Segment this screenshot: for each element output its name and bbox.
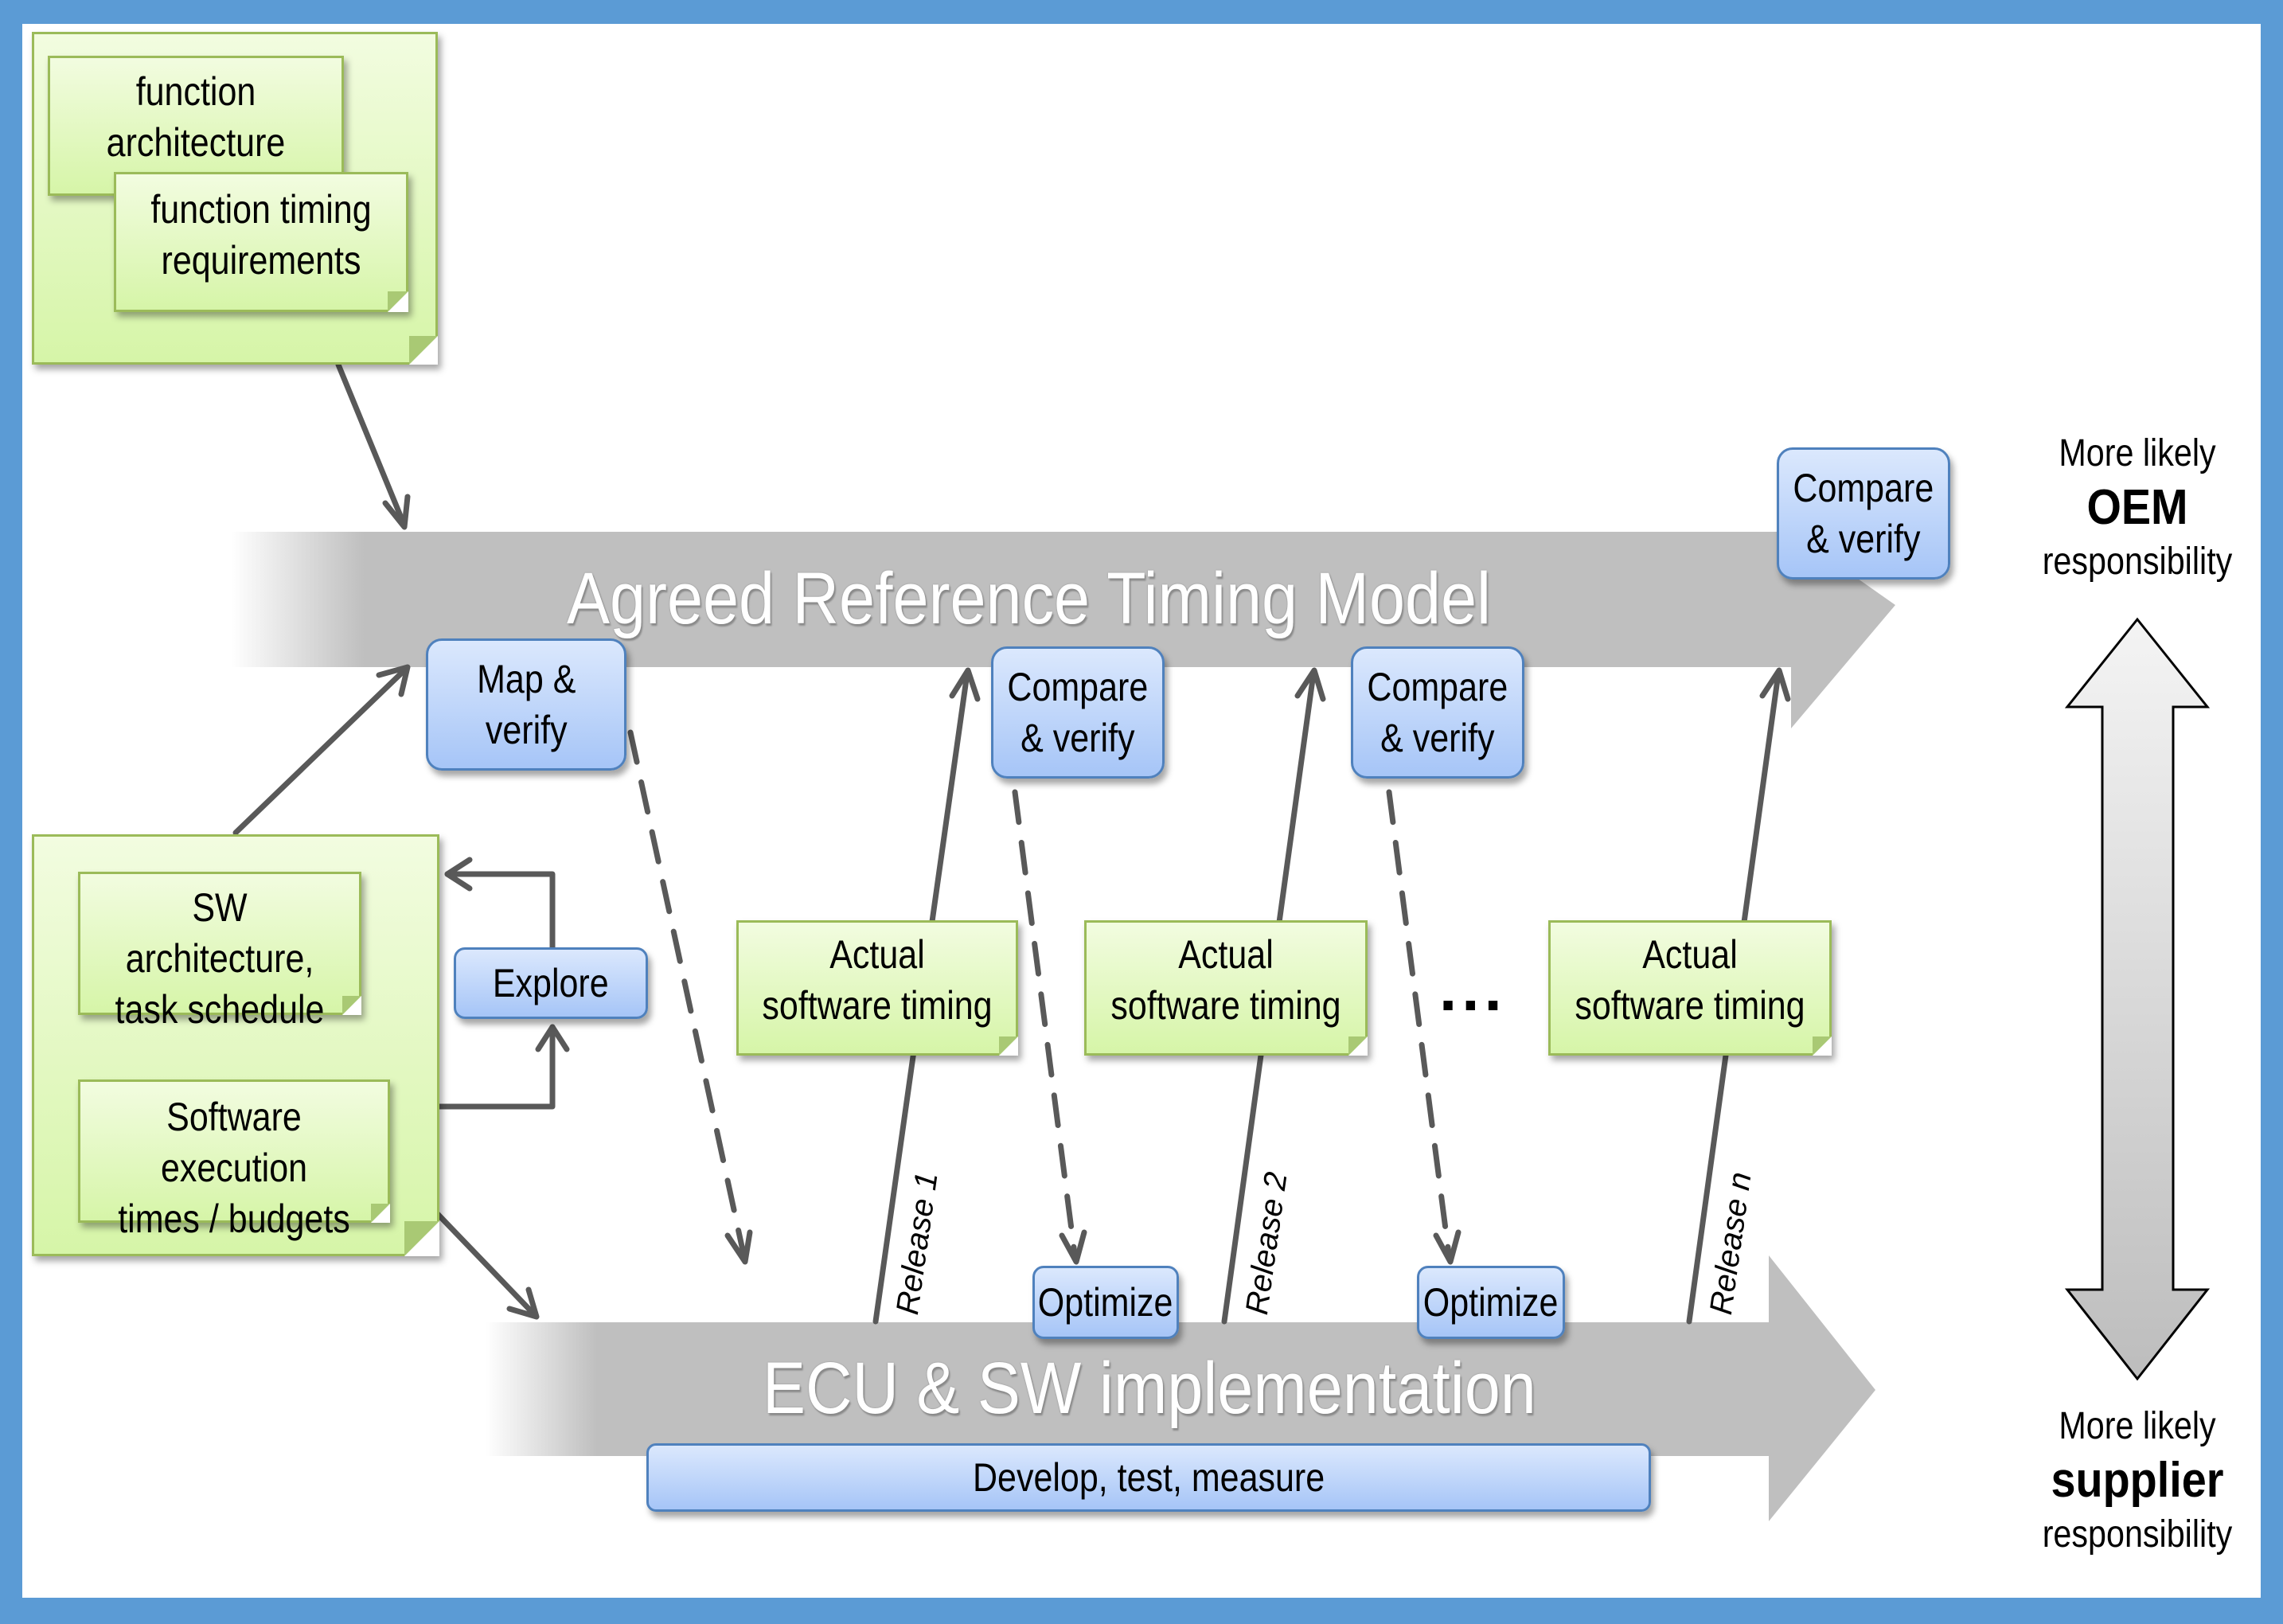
actual-timing-note-2: Actual software timing	[1084, 920, 1368, 1056]
note-line: Software execution	[160, 1095, 308, 1190]
note-line: function	[135, 69, 256, 114]
note-line: requirements	[161, 238, 361, 283]
arrowhead	[1433, 1229, 1462, 1265]
responsibility-double-arrow	[2064, 617, 2211, 1381]
resp-emphasis: OEM	[2086, 480, 2188, 535]
sw-architecture-note: SW architecture, task schedule	[78, 872, 361, 1032]
develop-label: Develop, test, measure	[972, 1455, 1325, 1500]
note-line: Actual	[1642, 932, 1738, 977]
arrowhead	[1059, 1229, 1087, 1265]
explore-button[interactable]: Explore	[454, 947, 648, 1019]
connector-requirements-to-model	[335, 361, 408, 529]
label-line: verify	[485, 708, 568, 752]
label-line: & verify	[1806, 517, 1921, 561]
resp-line: responsibility	[2042, 541, 2233, 583]
compare-verify-button-1[interactable]: Compare & verify	[991, 646, 1165, 779]
folded-corner	[388, 291, 408, 312]
arrowhead	[724, 1229, 753, 1265]
arrowhead	[1294, 667, 1326, 702]
optimize-button-1[interactable]: Optimize	[1032, 1266, 1179, 1339]
folded-corner	[371, 1204, 390, 1223]
compare-verify-button-final[interactable]: Compare & verify	[1777, 447, 1950, 580]
note-line: function timing	[150, 187, 372, 232]
connector-explore-loop-back	[444, 871, 556, 952]
folded-corner	[1348, 1036, 1368, 1056]
actual-timing-note-1: Actual software timing	[736, 920, 1018, 1056]
folded-corner	[404, 1221, 439, 1256]
map-verify-button[interactable]: Map & verify	[426, 638, 626, 771]
arrowhead	[535, 1024, 570, 1052]
ellipsis: ...	[1439, 953, 1507, 1024]
label-line: Map &	[476, 657, 576, 701]
develop-test-measure-bar[interactable]: Develop, test, measure	[646, 1443, 1651, 1512]
resp-line: More likely	[2059, 1405, 2216, 1447]
dashed-compare1-to-optimize	[1012, 789, 1078, 1257]
label-line: Compare	[1793, 466, 1934, 510]
arrowhead	[382, 494, 411, 530]
note-line: Actual	[1178, 932, 1274, 977]
note-line: software timing	[1110, 983, 1341, 1028]
explore-label: Explore	[493, 961, 609, 1005]
note-line: Actual	[829, 932, 925, 977]
arrowhead	[949, 667, 981, 702]
folded-corner	[1813, 1036, 1832, 1056]
supplier-responsibility-label: More likely supplier responsibility	[2018, 1403, 2257, 1559]
optimize-button-2[interactable]: Optimize	[1417, 1266, 1565, 1339]
folded-corner	[409, 336, 438, 365]
note-line: software timing	[1575, 983, 1805, 1028]
label-line: & verify	[1021, 716, 1135, 760]
arrowhead	[506, 1286, 540, 1320]
note-line: times / budgets	[118, 1197, 350, 1241]
resp-line: responsibility	[2042, 1513, 2233, 1556]
connector-sw-to-model	[232, 666, 409, 836]
dashed-map-to-implementation	[627, 729, 747, 1257]
note-line: architecture	[106, 120, 286, 165]
arrowhead	[1759, 667, 1791, 702]
oem-responsibility-label: More likely OEM responsibility	[2018, 430, 2257, 586]
connector-sw-to-implementation	[431, 1207, 538, 1318]
resp-line: More likely	[2059, 432, 2216, 474]
implementation-title: ECU & SW implementation	[763, 1348, 1536, 1429]
optimize-label: Optimize	[1423, 1280, 1559, 1325]
compare-verify-button-2[interactable]: Compare & verify	[1351, 646, 1524, 779]
label-line: Compare	[1367, 665, 1508, 709]
label-line: Compare	[1007, 665, 1149, 709]
dashed-compare2-to-optimize	[1386, 789, 1452, 1257]
connector-explore-loop-up	[436, 1024, 556, 1110]
reference-model-title: Agreed Reference Timing Model	[567, 558, 1492, 639]
sw-execution-times-note: Software execution times / budgets	[78, 1079, 390, 1241]
folded-corner	[342, 996, 361, 1015]
note-line: SW architecture,	[125, 885, 314, 981]
note-line: task schedule	[115, 987, 325, 1032]
function-timing-requirements-note: function timing requirements	[114, 172, 408, 312]
label-line: & verify	[1380, 716, 1495, 760]
resp-emphasis: supplier	[2051, 1453, 2224, 1508]
optimize-label: Optimize	[1038, 1280, 1173, 1325]
arrowhead	[444, 857, 473, 892]
arrowhead	[376, 664, 411, 697]
folded-corner	[999, 1036, 1018, 1056]
actual-timing-note-n: Actual software timing	[1548, 920, 1832, 1056]
note-line: software timing	[762, 983, 993, 1028]
reference-model-band-arrow	[231, 532, 1895, 728]
